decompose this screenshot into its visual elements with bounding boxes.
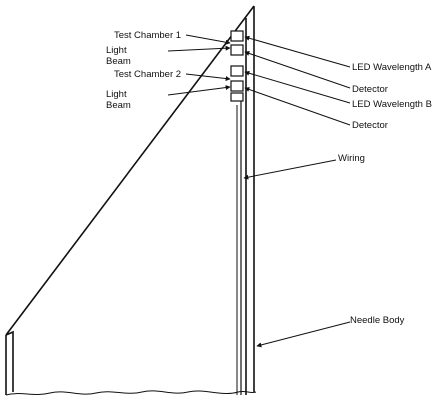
label-wiring: Wiring [338, 153, 365, 164]
needle-tip-face [5, 330, 14, 392]
leader-light-beam-1 [167, 45, 231, 52]
detector-box [230, 92, 244, 102]
leader-detector-2 [244, 87, 351, 126]
test-chamber-2-box [230, 65, 244, 77]
labels: Test Chamber 1 Light Beam Test Chamber 2… [106, 30, 432, 326]
leader-test-chamber-1 [185, 34, 231, 45]
leader-wiring [243, 159, 337, 180]
light-beam-1-box [230, 44, 244, 56]
label-needle-body: Needle Body [350, 315, 405, 326]
leader-test-chamber-2 [185, 73, 231, 81]
label-light-beam-2-line1: Light [106, 89, 127, 100]
light-beam-2-box [230, 80, 244, 92]
leader-led-wavelength-b [244, 70, 351, 104]
leader-detector-1 [244, 51, 351, 89]
label-led-wavelength-a: LED Wavelength A [352, 62, 432, 73]
leader-needle-body [256, 321, 351, 348]
needle-bevel-edge [5, 5, 255, 336]
test-chamber-1-box [230, 30, 244, 42]
label-light-beam-1-line2: Beam [106, 56, 131, 67]
label-light-beam-2-line2: Beam [106, 100, 131, 111]
leader-led-wavelength-a [244, 35, 351, 68]
label-led-wavelength-b: LED Wavelength B [352, 99, 432, 110]
label-detector-1: Detector [352, 84, 388, 95]
needle-outline [5, 5, 255, 395]
cut-edge [5, 390, 257, 396]
label-test-chamber-1: Test Chamber 1 [114, 30, 181, 41]
sensor-stack [230, 30, 244, 102]
leader-lines [167, 34, 351, 348]
label-test-chamber-2: Test Chamber 2 [114, 69, 181, 80]
label-detector-2: Detector [352, 120, 388, 131]
leader-light-beam-2 [167, 85, 231, 96]
label-light-beam-1-line1: Light [106, 45, 127, 56]
